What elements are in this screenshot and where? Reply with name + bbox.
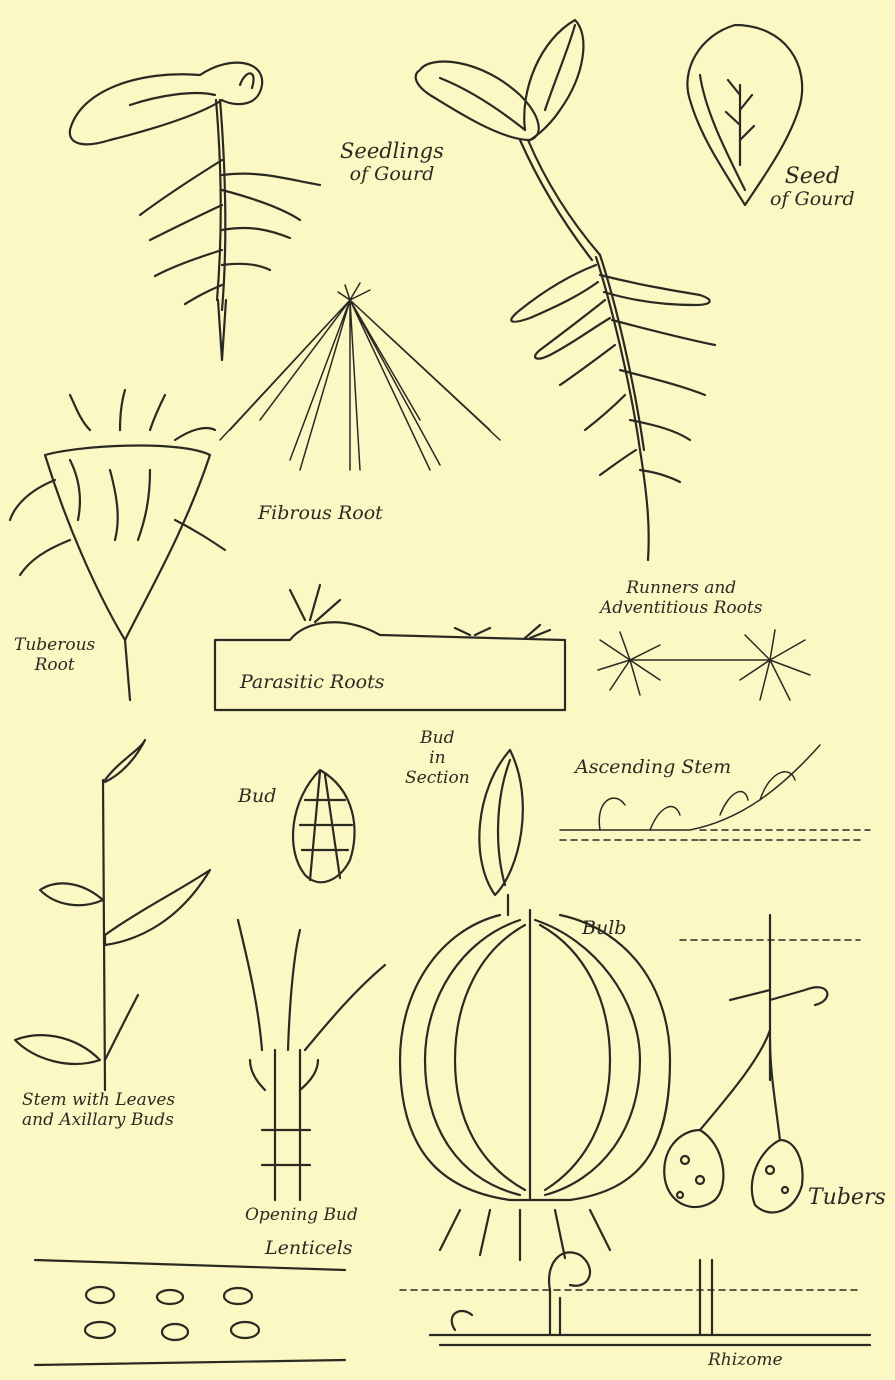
label-runners-line-2: Adventitious Roots [600, 598, 762, 618]
fibrous-root-drawing [220, 283, 500, 470]
label-seedlings-of-gourd: Seedlings of Gourd [340, 140, 444, 186]
opening-bud-drawing [238, 920, 385, 1200]
lenticels-drawing [35, 1260, 345, 1365]
label-tuberous-root: Tuberous Root [14, 635, 95, 675]
label-bud-section-line-1: Bud [405, 728, 470, 748]
bud-drawing [293, 770, 355, 882]
label-fibrous-root: Fibrous Root [258, 502, 383, 525]
label-lenticels: Lenticels [265, 1237, 353, 1260]
label-bud-in-section: Bud in Section [405, 728, 470, 788]
label-ascending-stem: Ascending Stem [575, 756, 731, 779]
label-rhizome: Rhizome [708, 1350, 783, 1370]
runners-drawing [598, 630, 810, 700]
label-parasitic-roots: Parasitic Roots [240, 671, 384, 694]
label-tuberous-line-2: Root [14, 655, 95, 675]
tubers-drawing [664, 915, 860, 1212]
label-bulb: Bulb [582, 917, 626, 940]
bulb-drawing [400, 750, 670, 1260]
label-bud-section-line-3: Section [405, 768, 470, 788]
label-tuberous-line-1: Tuberous [14, 635, 95, 655]
label-stem-line-2: and Axillary Buds [22, 1110, 175, 1130]
seedling-gourd-right-drawing [416, 20, 715, 560]
label-runners-adventitious: Runners and Adventitious Roots [600, 578, 762, 618]
stem-with-leaves-drawing [15, 740, 210, 1090]
label-bud: Bud [238, 785, 276, 808]
label-seedlings-line-1: Seedlings [340, 140, 444, 163]
label-opening-bud: Opening Bud [245, 1205, 358, 1225]
label-bud-section-line-2: in [405, 748, 470, 768]
rhizome-drawing [400, 1252, 870, 1345]
label-stem-line-1: Stem with Leaves [22, 1090, 175, 1110]
label-seed-line-2: of Gourd [770, 188, 855, 211]
label-tubers: Tubers [808, 1185, 886, 1211]
label-seed-line-1: Seed [770, 165, 855, 188]
label-seedlings-line-2: of Gourd [340, 163, 444, 186]
seedling-gourd-left-drawing [70, 63, 320, 360]
label-stem-with-leaves: Stem with Leaves and Axillary Buds [22, 1090, 175, 1130]
label-seed-of-gourd: Seed of Gourd [770, 165, 855, 211]
label-runners-line-1: Runners and [600, 578, 762, 598]
